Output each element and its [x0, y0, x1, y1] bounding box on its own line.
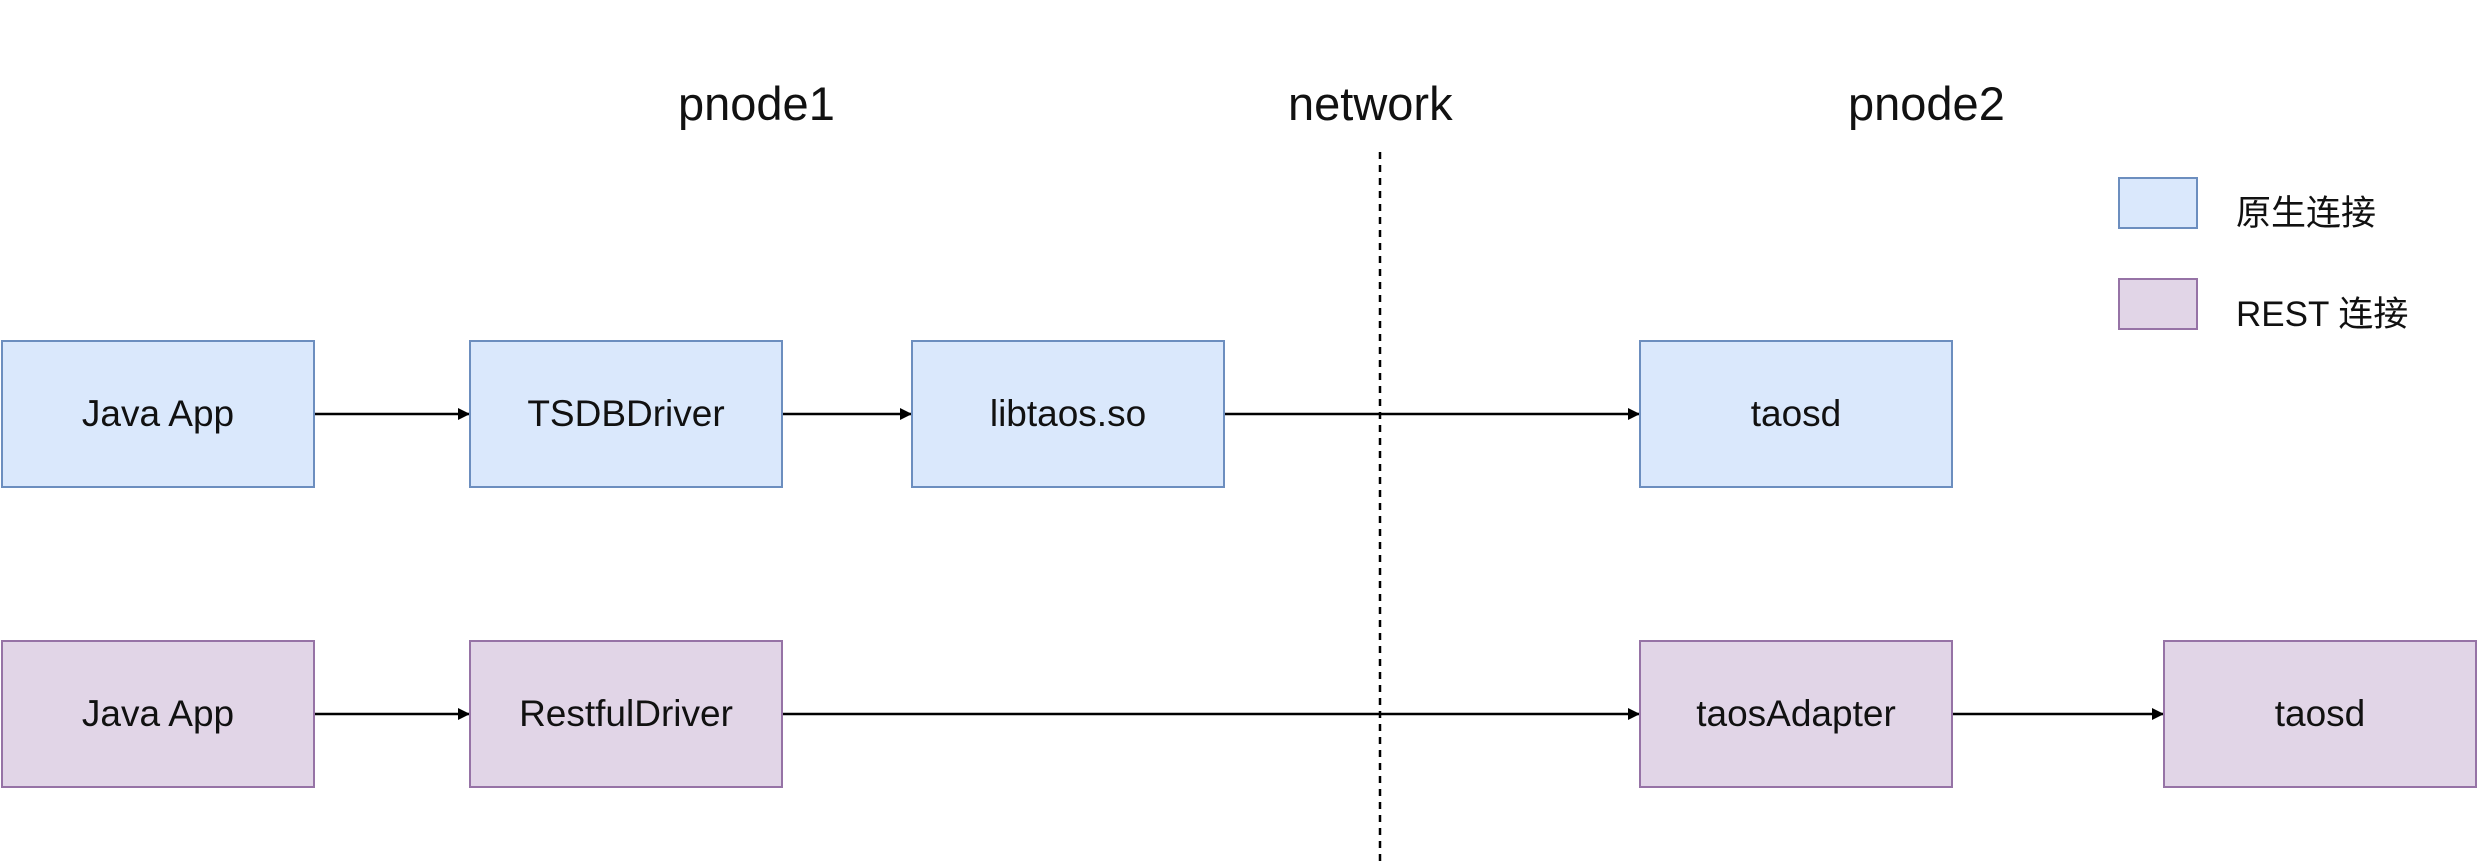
restful-driver-label: RestfulDriver: [519, 693, 733, 734]
libtaos-label: libtaos.so: [989, 393, 1147, 434]
heading-pnode1: pnode1: [678, 77, 835, 130]
legend-rest-label: REST 连接: [2236, 295, 2409, 334]
restful-driver-node: RestfulDriver: [469, 640, 783, 788]
rest-java-app-node: Java App: [1, 640, 315, 788]
heading-pnode2: pnode2: [1848, 77, 2005, 130]
legend-native-swatch: [2118, 177, 2198, 229]
heading-network: network: [1288, 77, 1453, 130]
native-java-app-label: Java App: [81, 393, 235, 434]
tsdb-driver-node: TSDBDriver: [469, 340, 783, 488]
native-taosd-label: taosd: [1750, 393, 1842, 434]
edge-layer: [315, 408, 2164, 720]
native-taosd-node: taosd: [1639, 340, 1953, 488]
tsdb-driver-label: TSDBDriver: [527, 393, 725, 434]
legend-rest-swatch: [2118, 278, 2198, 330]
native-java-app-node: Java App: [1, 340, 315, 488]
rest-taosd-label: taosd: [2274, 693, 2366, 734]
rest-taosd-node: taosd: [2163, 640, 2477, 788]
libtaos-node: libtaos.so: [911, 340, 1225, 488]
rest-java-app-label: Java App: [81, 693, 235, 734]
taos-adapter-node: taosAdapter: [1639, 640, 1953, 788]
taos-adapter-label: taosAdapter: [1696, 693, 1896, 734]
legend-native-label: 原生连接: [2236, 194, 2377, 233]
